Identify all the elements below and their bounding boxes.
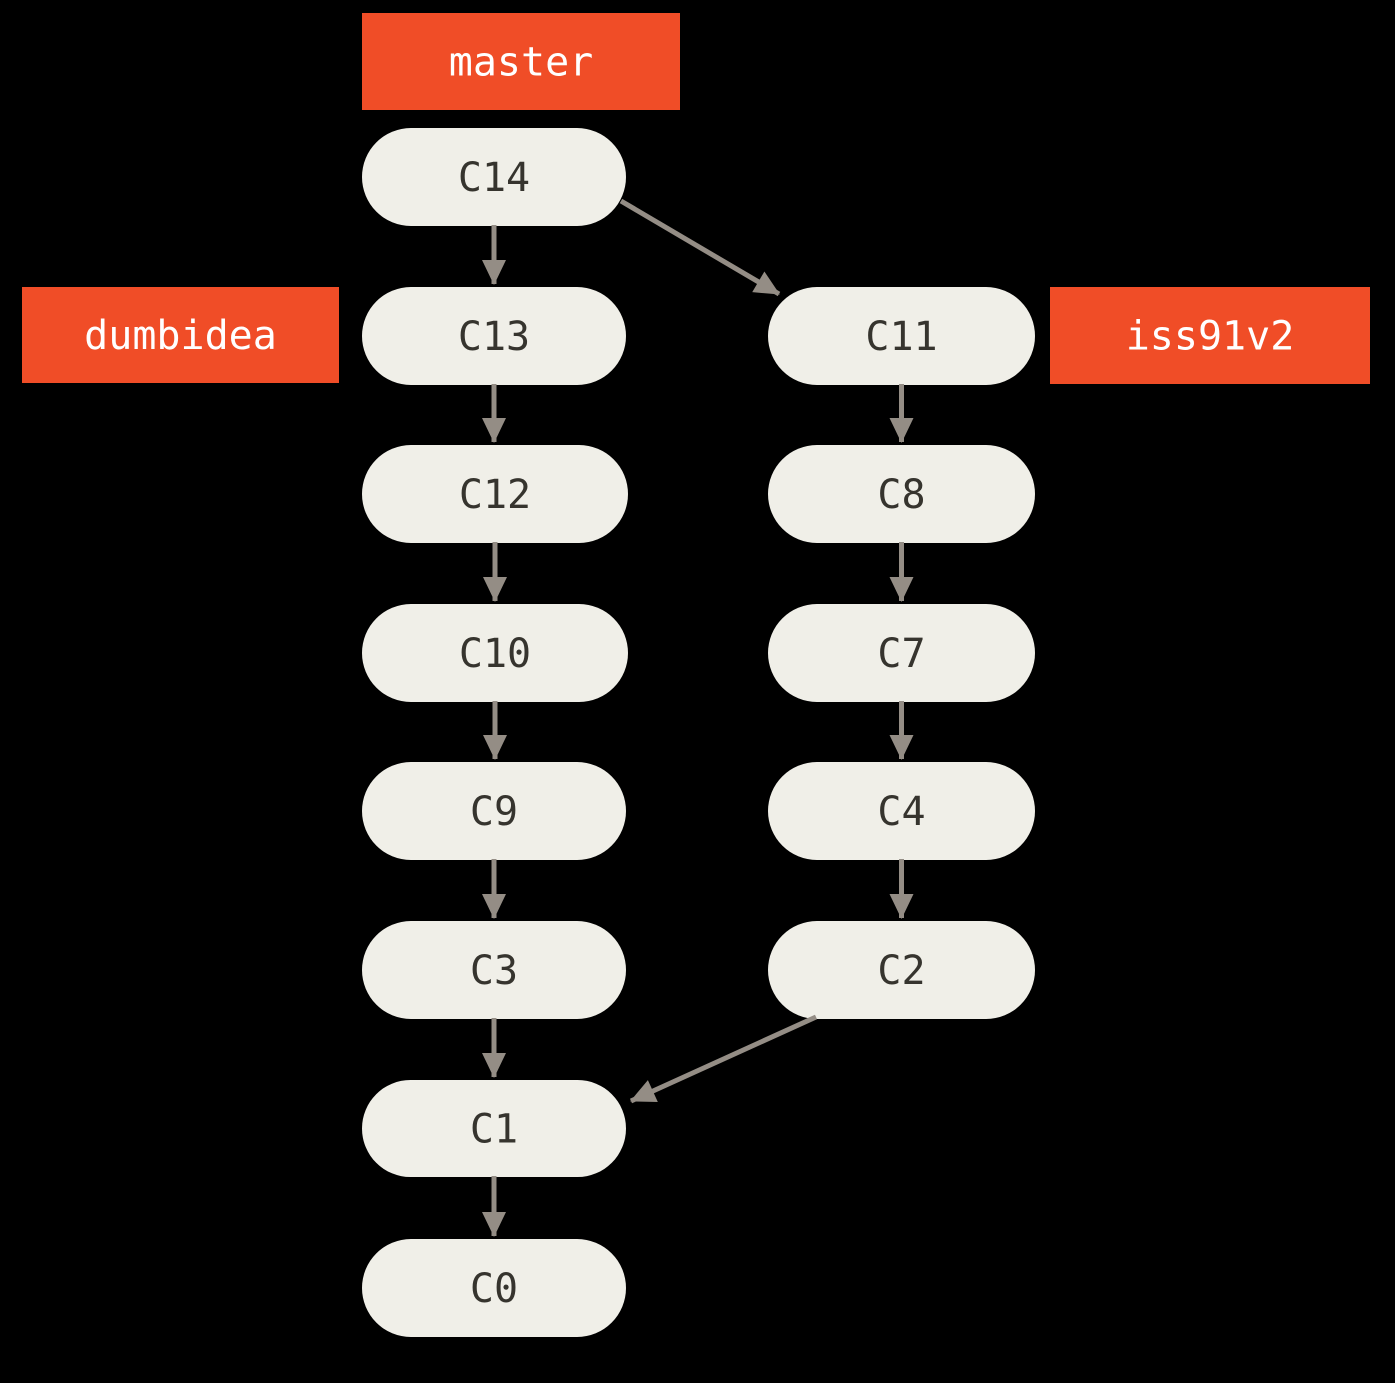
edge-C2-to-C1 — [629, 1014, 818, 1104]
commit-label: C11 — [865, 314, 937, 360]
edge-C14-to-C11 — [619, 198, 781, 297]
commit-node-C11: C11 — [768, 287, 1035, 385]
commit-label: C2 — [877, 948, 925, 994]
branch-label-text: iss91v2 — [1126, 314, 1295, 360]
branch-label-text: master — [449, 40, 594, 86]
commit-pill — [362, 445, 628, 543]
commit-label: C10 — [459, 631, 531, 677]
commit-label: C0 — [470, 1266, 518, 1312]
commit-node-C7: C7 — [768, 604, 1035, 702]
commit-pill — [768, 921, 1035, 1019]
commit-pill — [362, 604, 628, 702]
commit-node-C12: C12 — [362, 445, 628, 543]
commit-label: C8 — [877, 472, 925, 518]
branch-label-master: master — [362, 13, 680, 110]
commit-pill — [362, 762, 626, 860]
commit-pill — [768, 762, 1035, 860]
commit-pill — [362, 921, 626, 1019]
branch-label-iss91v2: iss91v2 — [1050, 287, 1370, 384]
commit-pill — [768, 445, 1035, 543]
commit-pill — [362, 128, 626, 226]
commit-label: C13 — [458, 314, 530, 360]
branch-label-box — [1050, 287, 1370, 384]
branch-label-box — [362, 13, 680, 110]
commit-node-C4: C4 — [768, 762, 1035, 860]
commit-label: C12 — [459, 472, 531, 518]
branch-label-text: dumbidea — [84, 313, 277, 359]
commit-label: C3 — [470, 948, 518, 994]
commit-node-C1: C1 — [362, 1080, 626, 1177]
commit-node-C10: C10 — [362, 604, 628, 702]
commit-label: C7 — [877, 631, 925, 677]
commit-node-C8: C8 — [768, 445, 1035, 543]
edges-layer — [482, 198, 914, 1237]
commit-label: C1 — [470, 1107, 518, 1153]
commit-label: C9 — [470, 789, 518, 835]
commit-pill — [362, 287, 626, 385]
commit-label: C4 — [877, 789, 925, 835]
commit-pill — [768, 604, 1035, 702]
commit-node-C0: C0 — [362, 1239, 626, 1337]
branch-labels-layer: master dumbidea iss91v2 — [22, 13, 1370, 384]
commit-pill — [362, 1080, 626, 1177]
commit-label: C14 — [458, 155, 530, 201]
commit-node-C3: C3 — [362, 921, 626, 1019]
branch-label-dumbidea: dumbidea — [22, 287, 339, 383]
commit-node-C13: C13 — [362, 287, 626, 385]
commit-node-C14: C14 — [362, 128, 626, 226]
branch-label-box — [22, 287, 339, 383]
commit-pill — [768, 287, 1035, 385]
commit-node-C9: C9 — [362, 762, 626, 860]
commit-pill — [362, 1239, 626, 1337]
commit-node-C2: C2 — [768, 921, 1035, 1019]
